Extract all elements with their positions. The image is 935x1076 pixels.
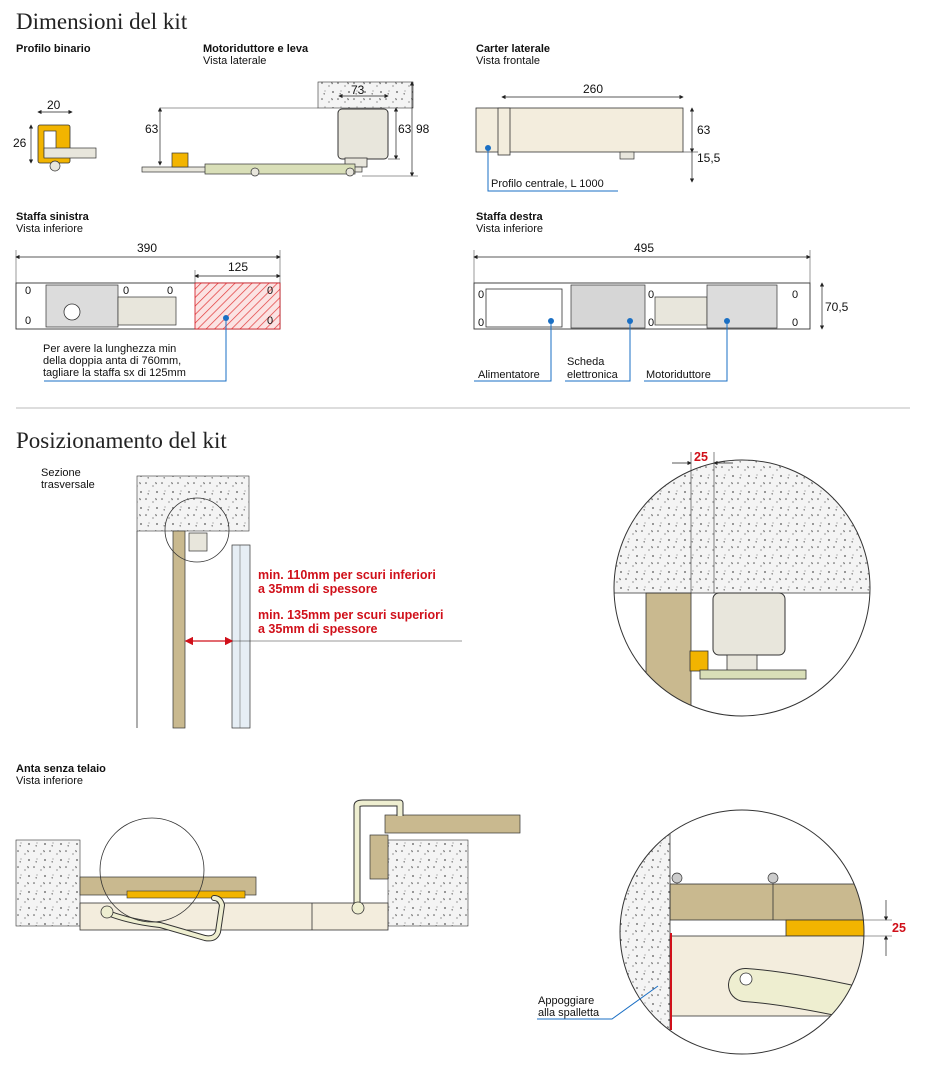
dim-motor-h1: 63 [145,122,159,136]
dim-profilo-w: 20 [47,98,61,112]
zero-label: 0 [123,285,129,297]
motoriduttore-drawing [141,81,418,177]
view-title-profilo: Profilo binario [16,43,91,55]
zero-label: 0 [648,317,654,329]
zero-label: 0 [267,285,273,297]
dim-motor-h2: 63 [398,122,412,136]
note-min135-line1: min. 135mm per scuri superiori [258,608,444,622]
dim-profilo-h: 26 [13,136,27,150]
section-title-positioning: Posizionamento del kit [16,428,227,453]
sezione-drawing [136,475,462,729]
label-scheda-1: Scheda [567,356,605,368]
dim-staffa-dx-w: 495 [634,241,654,255]
dim-staffa-sx-cut: 125 [228,260,248,274]
staffa-dx-drawing [473,250,825,382]
label-profilo-centrale: Profilo centrale, L 1000 [491,178,604,190]
note-min110-line1: min. 110mm per scuri inferiori [258,568,436,582]
dim-motor-w: 73 [351,83,365,97]
zero-label: 0 [167,285,173,297]
cut-note-line1: Per avere la lunghezza min [43,343,176,355]
zero-label: 0 [267,315,273,327]
section-title-dimensions: Dimensioni del kit [16,9,188,34]
view-title-sezione: Sezione trasversale [41,467,95,491]
zero-label: 0 [648,289,654,301]
dim-carter-h2: 15,5 [697,151,721,165]
profilo-binario-drawing [28,109,97,172]
label-alimentatore: Alimentatore [478,369,540,381]
label-motoriduttore: Motoriduttore [646,369,711,381]
label-appoggiare-1: Appoggiare [538,995,594,1007]
cut-note-line3: tagliare la staffa sx di 125mm [43,367,186,379]
anta-drawing [15,799,521,942]
note-min135-line2: a 35mm di spessore [258,622,378,636]
dim-motor-h3: 98 [416,122,430,136]
cut-note-line2: della doppia anta di 760mm, [43,355,181,367]
dim-staffa-dx-h: 70,5 [825,300,849,314]
dim-detail-gap: 25 [892,921,906,935]
carter-drawing [475,94,698,192]
detail-circle-top [613,452,871,717]
zero-label: 0 [478,289,484,301]
dim-spalletta-gap: 25 [694,450,708,464]
zero-label: 0 [792,317,798,329]
zero-label: 0 [478,317,484,329]
label-scheda-2: elettronica [567,369,619,381]
dim-staffa-sx-w: 390 [137,241,157,255]
note-min110-line2: a 35mm di spessore [258,582,378,596]
staffa-sx-drawing [15,250,281,382]
label-appoggiare-2: alla spalletta [538,1007,600,1019]
zero-label: 0 [25,315,31,327]
detail-circle-bottom [537,809,892,1055]
dim-carter-h: 63 [697,123,711,137]
zero-label: 0 [792,289,798,301]
zero-label: 0 [25,285,31,297]
dim-carter-w: 260 [583,82,603,96]
